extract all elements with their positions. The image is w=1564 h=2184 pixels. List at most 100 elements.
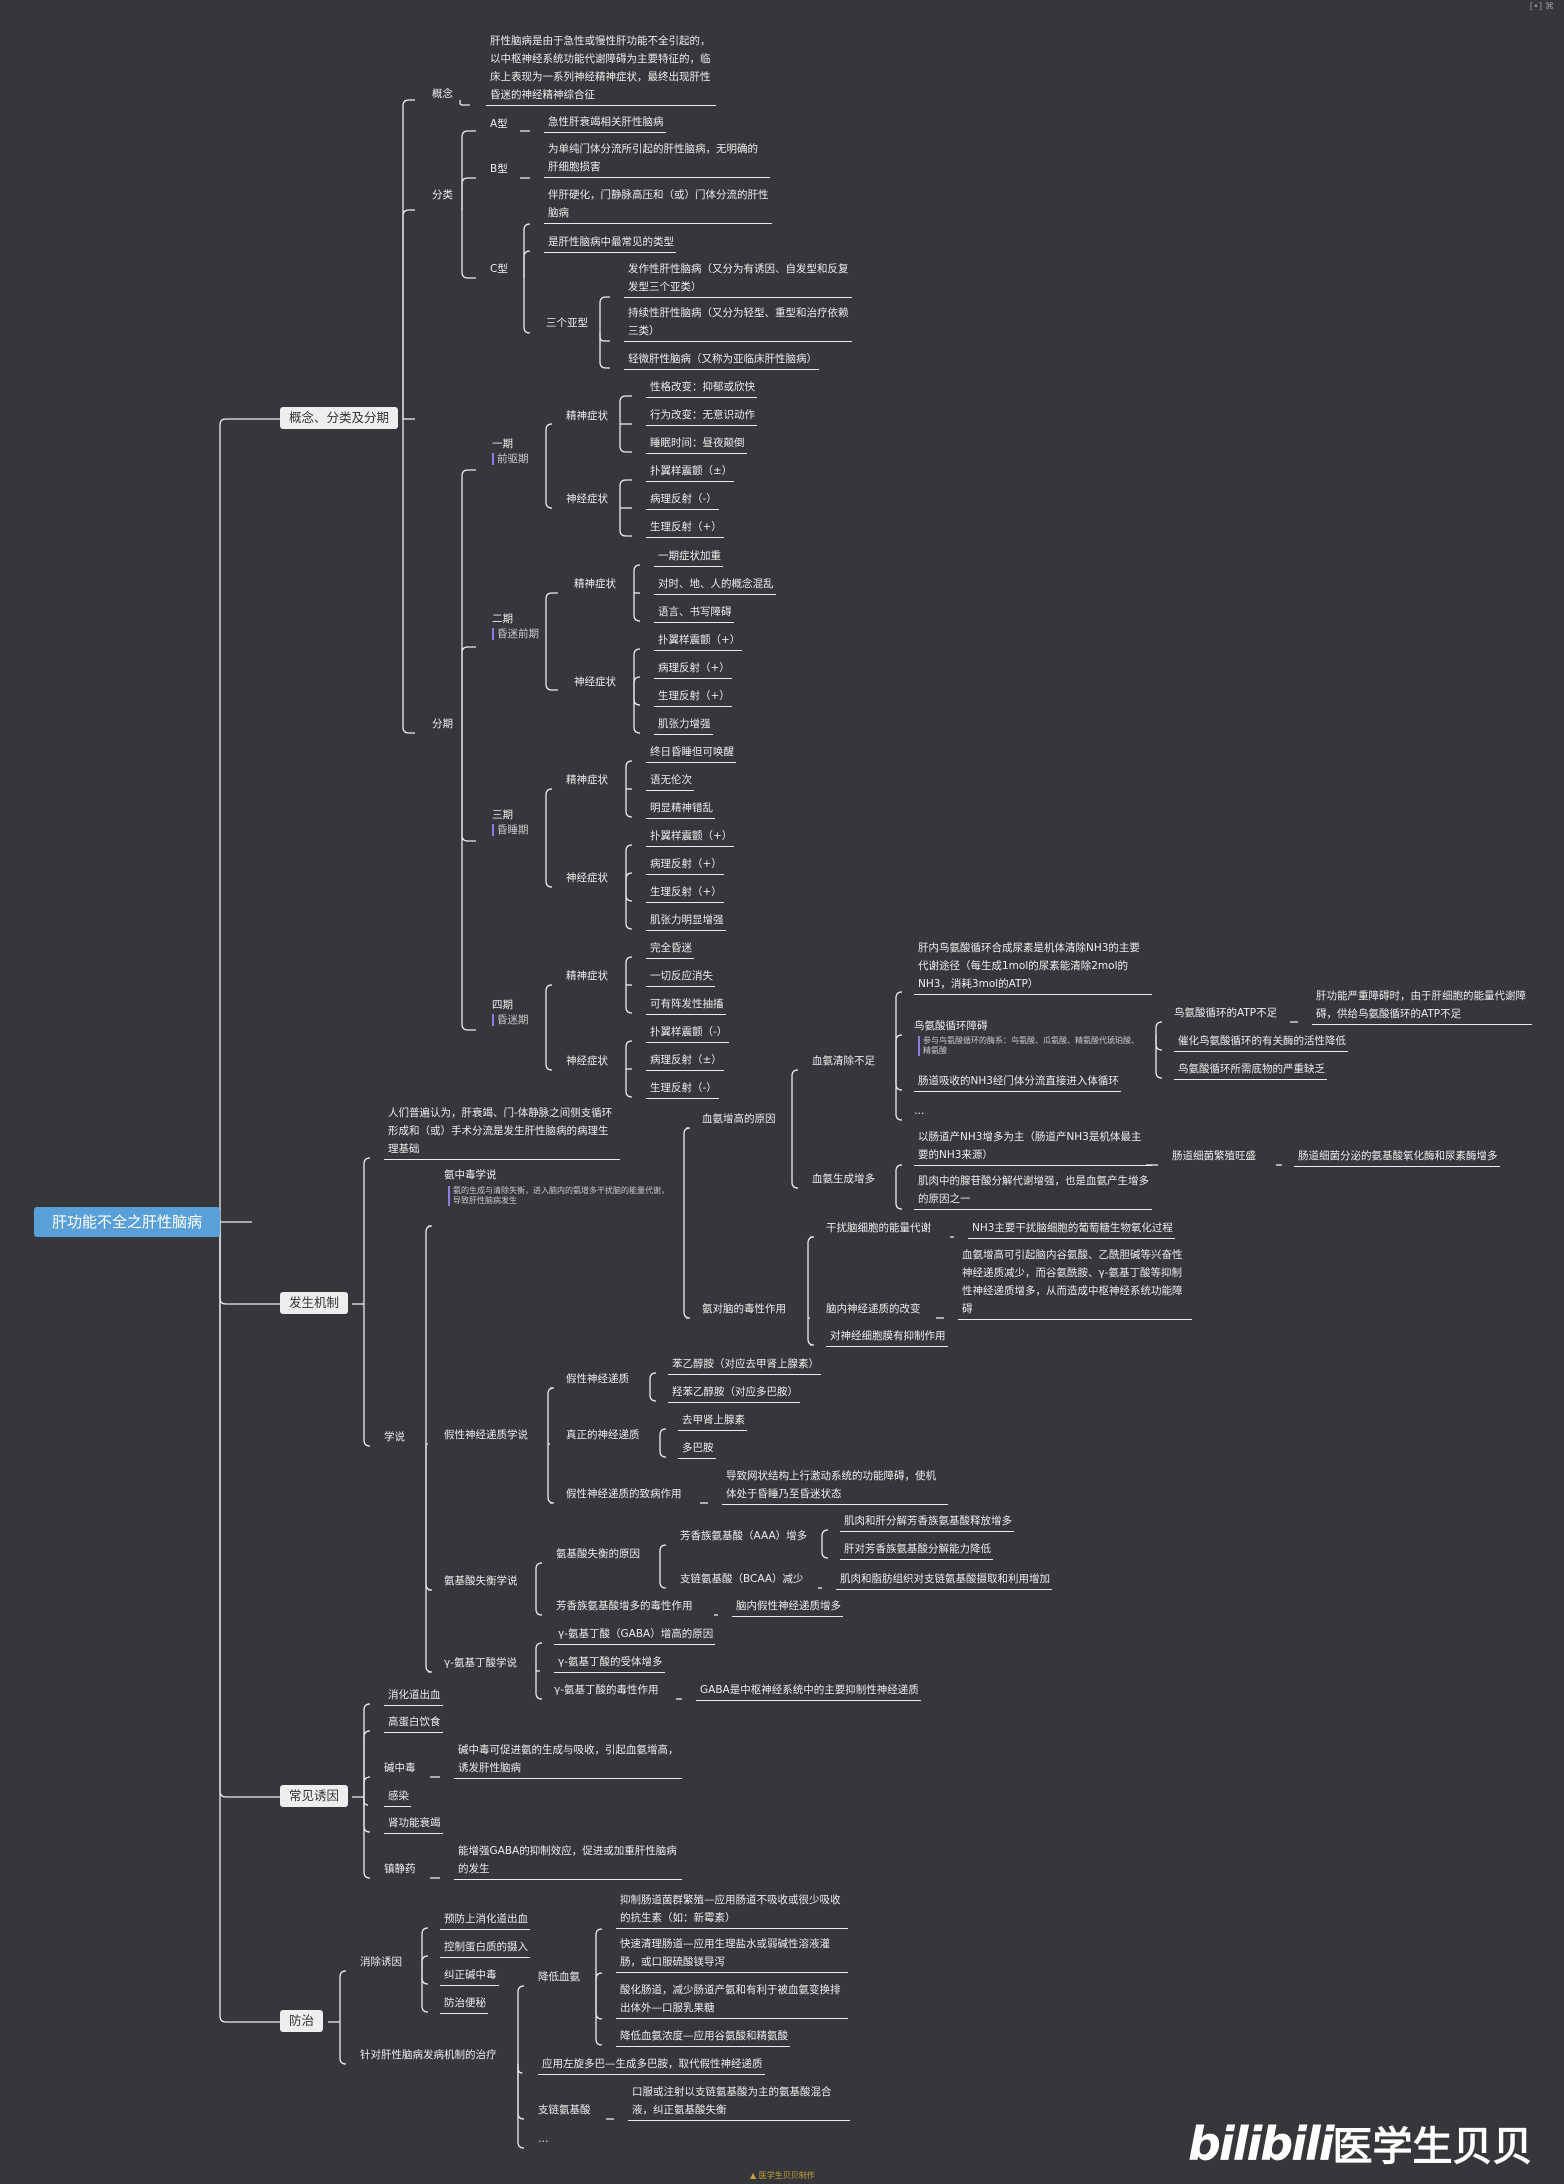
connector-line	[625, 985, 633, 1014]
connector-line	[619, 479, 632, 508]
stage3-p2: 语无伦次	[646, 771, 694, 791]
connector-line	[219, 418, 280, 1222]
connector-line	[425, 1225, 433, 1446]
stage2-p2: 对时、地、人的概念混乱	[654, 575, 776, 595]
connector-line	[461, 733, 476, 842]
bcaa-uptake: 肌肉和脂肪组织对支链氨基酸摄取和利用增加	[836, 1570, 1052, 1590]
control-protein: 控制蛋白质的摄入	[440, 1938, 530, 1958]
connector-line	[545, 841, 553, 888]
connector-line	[895, 1164, 903, 1188]
connector-line	[791, 1128, 799, 1189]
eliminate-triggers: 消除诱因	[360, 1956, 402, 1968]
connector-line	[402, 419, 415, 734]
connector-line	[363, 1157, 371, 1304]
type-b-text: 为单纯门体分流所引起的肝性脑病，无明确的肝细胞损害	[544, 140, 770, 178]
theory-label: 学说	[384, 1431, 405, 1443]
footer-credit: ▲ 医学生贝贝制作	[750, 2171, 815, 2180]
connector-line	[633, 648, 641, 690]
connector-line	[595, 1928, 603, 1986]
stage4-p2: 一切反应消失	[646, 967, 715, 987]
stage1-p2: 行为改变：无意识动作	[646, 406, 757, 426]
connector-line	[402, 99, 415, 419]
aaa-increase: 芳香族氨基酸（AAA）增多	[680, 1530, 808, 1542]
connector-line	[523, 223, 531, 278]
branch-concept-classification[interactable]: 概念、分类及分期	[280, 407, 399, 429]
connector-line	[659, 1544, 667, 1563]
connector-line	[807, 1236, 815, 1318]
clear-more: …	[914, 1105, 925, 1117]
stage2-label: 二期	[492, 613, 513, 625]
c-subtypes-label: 三个亚型	[546, 317, 588, 329]
aaa-decompose: 肝对芳香族氨基酸分解能力降低	[840, 1540, 993, 1560]
connector-line	[633, 690, 641, 706]
branch-triggers[interactable]: 常见诱因	[280, 1785, 349, 1807]
connector-line	[425, 1443, 428, 1446]
ammonia-cause: 血氨增高的原因	[702, 1113, 776, 1125]
trigger-renal-failure: 肾功能衰竭	[384, 1814, 443, 1834]
connector-line	[821, 1529, 829, 1545]
true-transmitter: 真正的神经递质	[566, 1429, 640, 1441]
connector-line	[363, 1730, 371, 1797]
clear-urea: 肝内鸟氨酸循环合成尿素是机体清除NH3的主要代谢途径（每生成1mol的尿素能清除…	[914, 939, 1152, 995]
connector-line	[895, 1070, 903, 1091]
stage4-note: 昏迷期	[492, 1014, 529, 1026]
connector-line	[625, 1040, 633, 1070]
connector-line	[402, 209, 415, 419]
bcaa-treatment: 支链氨基酸	[538, 2104, 591, 2116]
connector-line	[425, 1446, 433, 1673]
stage2-neuro: 神经症状	[574, 676, 616, 688]
connector-line	[595, 1972, 603, 1986]
connector-line	[807, 1318, 815, 1346]
connector-line	[683, 1226, 691, 1319]
amino-imbalance-cause: 氨基酸失衡的原因	[556, 1548, 640, 1560]
connector-line	[683, 1127, 691, 1226]
connector-line	[599, 333, 610, 342]
treatment-more: …	[538, 2133, 549, 2145]
connector-line	[1155, 1021, 1163, 1035]
connector-line	[599, 296, 610, 333]
connector-line	[545, 592, 558, 647]
connector-line	[649, 1388, 657, 1402]
connector-line	[461, 210, 476, 279]
lower-ammonia-lactulose: 酸化肠道，减少肠道产氨和有利于被血氨变换排出体外—口服乳果糖	[616, 1981, 848, 2019]
branch-mechanism[interactable]: 发生机制	[280, 1292, 349, 1314]
orn-atp-detail: 肝功能严重障碍时，由于肝细胞的能量代谢障碍，供给鸟氨酸循环的ATP不足	[1312, 987, 1532, 1025]
stage4-psych: 精神症状	[566, 970, 608, 982]
ammonia-theory: 氨中毒学说	[444, 1169, 497, 1181]
lower-ammonia-enema: 快速清理肠道—应用生理盐水或弱碱性溶液灌肠，或口服硫酸镁导泻	[616, 1935, 848, 1973]
ornithine-cycle: 鸟氨酸循环障碍	[914, 1020, 988, 1032]
connector-line	[1155, 1035, 1163, 1079]
stage1-neuro: 神经症状	[566, 493, 608, 505]
ammonia-note: 氨的生成与清除失衡，进入脑内的氨增多干扰脑的能量代谢，导致肝性脑病发生	[448, 1186, 671, 1206]
stage2-n1: 扑翼样震颤（+）	[654, 631, 743, 651]
stage1-label: 一期	[492, 438, 513, 450]
root-node[interactable]: 肝功能不全之肝性脑病	[34, 1207, 220, 1237]
type-c-label: C型	[490, 263, 508, 275]
connector-line	[599, 333, 610, 369]
branch-treatment[interactable]: 防治	[280, 2010, 324, 2032]
connector-line	[461, 177, 476, 210]
connector-line	[461, 469, 476, 733]
connector-line	[517, 1985, 525, 2064]
connector-line	[619, 508, 632, 537]
connector-line	[633, 676, 641, 690]
stage2-p1: 一期症状加重	[654, 547, 723, 567]
connector-line	[625, 1070, 633, 1098]
connector-line	[625, 789, 633, 818]
gaba-cause: γ-氨基丁酸（GABA）增高的原因	[554, 1625, 716, 1645]
connector-line	[545, 423, 553, 470]
gaba-theory: γ-氨基丁酸学说	[444, 1657, 518, 1669]
true-transmitter-a: 去甲肾上腺素	[678, 1411, 747, 1431]
orn-enzyme: 催化鸟氨酸循环的有关酶的活性降低	[1174, 1032, 1348, 1052]
stage1-p1: 性格改变：抑郁或欣快	[646, 378, 757, 398]
stage1-p3: 睡眠时间：昼夜颠倒	[646, 434, 747, 454]
connector-line	[625, 956, 633, 985]
trigger-infection: 感染	[384, 1787, 411, 1807]
trigger-sedatives: 镇静药	[384, 1863, 416, 1875]
tox-energy-detail: NH3主要干扰脑细胞的葡萄糖生物氧化过程	[968, 1219, 1175, 1239]
stage3-note: 昏睡期	[492, 824, 529, 836]
false-transmitter-a: 苯乙醇胺（对应去甲肾上腺素）	[668, 1355, 821, 1375]
stage1-n1: 扑翼样震颤（±）	[646, 462, 735, 482]
connector-line	[619, 424, 632, 453]
alkalosis-detail: 碱中毒可促进氨的生成与吸收，引起血氨增高，诱发肝性脑病	[454, 1741, 682, 1779]
